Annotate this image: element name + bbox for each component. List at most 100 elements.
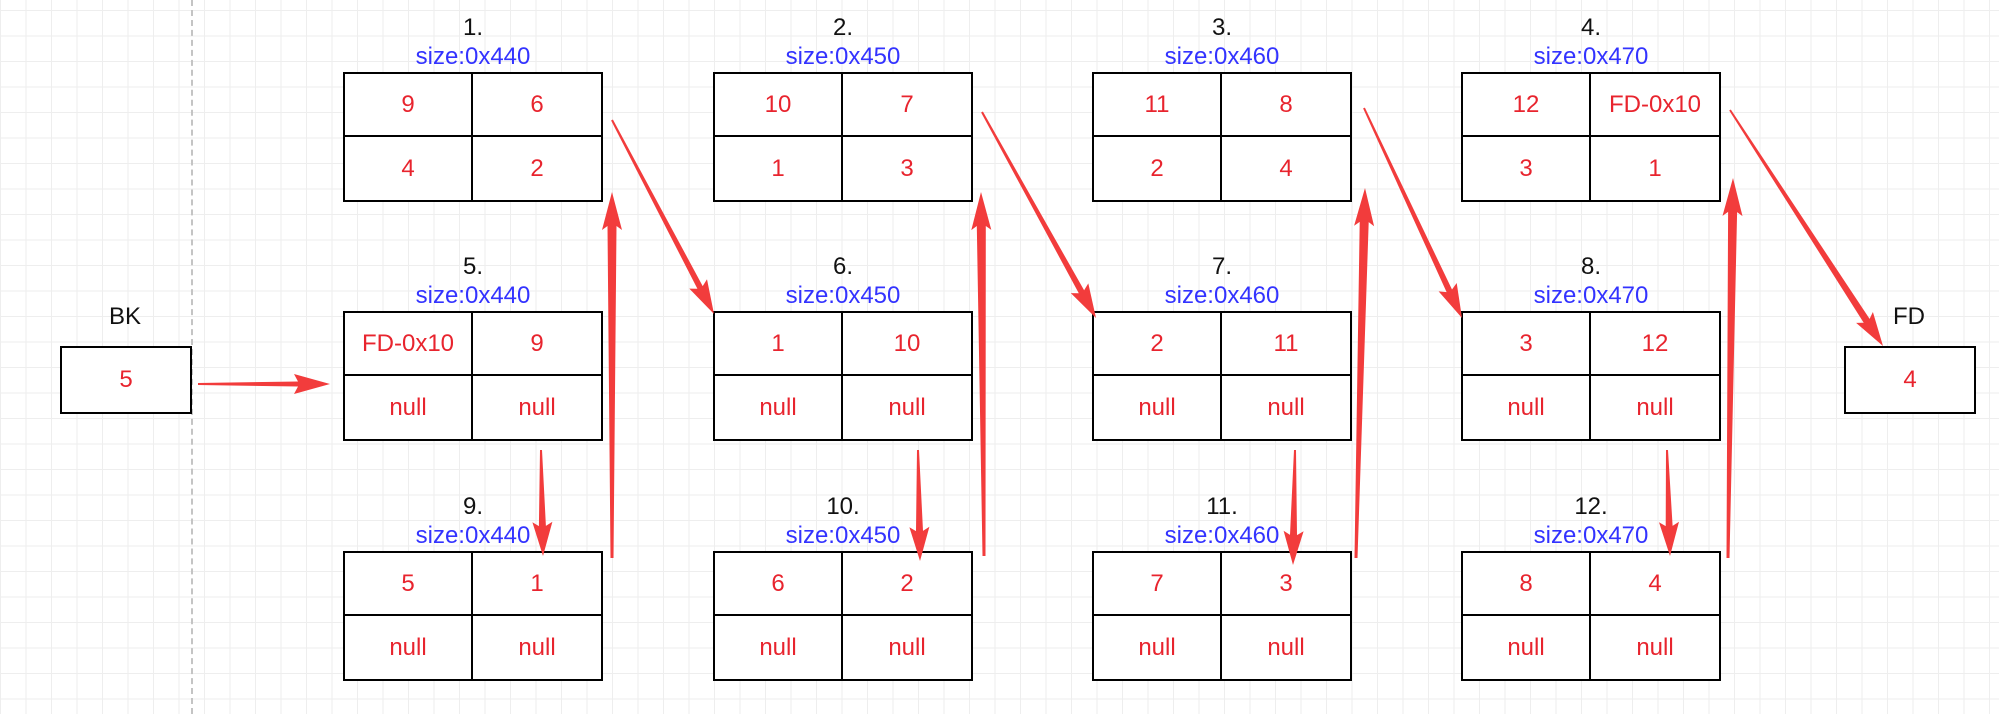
chunk-grid: 7 3 null null <box>1092 551 1352 681</box>
chunk-2: 2. size:0x450 10 7 1 3 <box>713 13 973 202</box>
chunk-cell: 12 <box>1463 74 1591 137</box>
chunk-cell: 9 <box>473 313 601 376</box>
chunk-cell: null <box>1463 376 1591 439</box>
chunk-cell: 3 <box>900 154 914 182</box>
chunk-grid: 2 11 null null <box>1092 311 1352 441</box>
chunk-index: 4. <box>1580 14 1601 41</box>
chunk-cell: 7 <box>843 74 971 137</box>
chunk-cell: null <box>888 633 926 661</box>
chunk-cell: 2 <box>1094 313 1222 376</box>
chunk-size: size:0x460 <box>1164 282 1280 309</box>
chunk-index: 3. <box>1211 14 1232 41</box>
chunk-cell: 2 <box>1094 137 1222 200</box>
chunk-index: 5. <box>462 253 483 280</box>
chunk-index: 8. <box>1580 253 1601 280</box>
chunk-size: size:0x450 <box>785 282 901 309</box>
fd-node: FD 4 <box>1844 302 1976 414</box>
chunk-cell: 3 <box>1222 553 1350 616</box>
chunk-size: size:0x450 <box>785 43 901 70</box>
arrow-chunk-2-to-chunk-7 <box>981 111 1096 318</box>
chunk-5: 5. size:0x440 FD-0x10 9 null null <box>343 252 603 441</box>
chunk-cell: 6 <box>473 74 601 137</box>
chunk-size: size:0x440 <box>415 43 531 70</box>
chunk-7: 7. size:0x460 2 11 null null <box>1092 252 1352 441</box>
chunk-index: 12. <box>1574 493 1608 520</box>
chunk-grid: 1 10 null null <box>713 311 973 441</box>
bk-value: 5 <box>60 346 192 414</box>
chunk-6: 6. size:0x450 1 10 null null <box>713 252 973 441</box>
chunk-cell: 7 <box>1094 553 1222 616</box>
chunk-cell: null <box>715 376 843 439</box>
chunk-cell: 10 <box>843 313 971 376</box>
chunk-cell: 8 <box>1463 553 1591 616</box>
chunk-size: size:0x460 <box>1164 522 1280 549</box>
chunk-grid: 6 2 null null <box>713 551 973 681</box>
chunk-size: size:0x460 <box>1164 43 1280 70</box>
chunk-grid: 10 7 1 3 <box>713 72 973 202</box>
chunk-9: 9. size:0x440 5 1 null null <box>343 492 603 681</box>
chunk-cell: 3 <box>1463 313 1591 376</box>
chunk-index: 6. <box>832 253 853 280</box>
arrow-chunk-9-to-chunk-1 <box>602 192 622 558</box>
chunk-cell: 2 <box>530 154 544 182</box>
chunk-11: 11. size:0x460 7 3 null null <box>1092 492 1352 681</box>
chunk-cell: 1 <box>473 553 601 616</box>
chunk-index: 10. <box>826 493 860 520</box>
chunk-cell: 2 <box>843 553 971 616</box>
chunk-cell: 6 <box>715 553 843 616</box>
chunk-grid: 12 FD-0x10 3 1 <box>1461 72 1721 202</box>
arrow-chunk-11-to-chunk-3 <box>1354 188 1375 558</box>
dashed-divider <box>191 0 193 714</box>
chunk-size: size:0x470 <box>1533 282 1649 309</box>
chunk-cell: 4 <box>1591 553 1719 616</box>
bk-label: BK <box>108 303 141 330</box>
chunk-grid: 8 4 null null <box>1461 551 1721 681</box>
chunk-index: 11. <box>1206 493 1238 520</box>
chunk-cell: 11 <box>1094 74 1222 137</box>
chunk-cell: null <box>1094 376 1222 439</box>
chunk-cell: null <box>518 633 556 661</box>
chunk-cell: 12 <box>1591 313 1719 376</box>
chunk-4: 4. size:0x470 12 FD-0x10 3 1 <box>1461 13 1721 202</box>
chunk-cell: null <box>345 616 473 679</box>
chunk-cell: 1 <box>1648 154 1662 182</box>
arrow-chunk-1-to-chunk-6 <box>611 119 714 314</box>
chunk-cell: null <box>1267 633 1305 661</box>
chunk-grid: 5 1 null null <box>343 551 603 681</box>
chunk-cell: null <box>1636 633 1674 661</box>
chunk-cell: 10 <box>715 74 843 137</box>
chunk-cell: 1 <box>715 137 843 200</box>
chunk-cell: 4 <box>1279 154 1293 182</box>
chunk-cell: 9 <box>345 74 473 137</box>
chunk-grid: FD-0x10 9 null null <box>343 311 603 441</box>
chunk-3: 3. size:0x460 11 8 2 4 <box>1092 13 1352 202</box>
chunk-cell: 3 <box>1463 137 1591 200</box>
bk-node: BK 5 <box>60 302 192 414</box>
chunk-cell: null <box>1636 393 1674 421</box>
arrow-chunk-3-to-chunk-8 <box>1363 107 1462 318</box>
chunk-1: 1. size:0x440 9 6 4 2 <box>343 13 603 202</box>
chunk-grid: 11 8 2 4 <box>1092 72 1352 202</box>
chunk-size: size:0x470 <box>1533 43 1649 70</box>
chunk-grid: 9 6 4 2 <box>343 72 603 202</box>
chunk-8: 8. size:0x470 3 12 null null <box>1461 252 1721 441</box>
chunk-cell: null <box>888 393 926 421</box>
chunk-index: 2. <box>832 14 853 41</box>
arrow-bk-to-chunk-5 <box>198 374 330 394</box>
fd-label: FD <box>1893 303 1925 330</box>
chunk-cell: null <box>1267 393 1305 421</box>
chunk-cell: 8 <box>1222 74 1350 137</box>
fd-value: 4 <box>1844 346 1976 414</box>
chunk-size: size:0x440 <box>415 282 531 309</box>
chunk-cell: null <box>1094 616 1222 679</box>
chunk-cell: null <box>518 393 556 421</box>
chunk-cell: null <box>715 616 843 679</box>
chunk-cell: null <box>345 376 473 439</box>
chunk-index: 1. <box>462 14 483 41</box>
chunk-10: 10. size:0x450 6 2 null null <box>713 492 973 681</box>
chunk-cell: 5 <box>345 553 473 616</box>
chunk-index: 9. <box>462 493 483 520</box>
chunk-cell: 1 <box>715 313 843 376</box>
chunk-cell: 4 <box>345 137 473 200</box>
